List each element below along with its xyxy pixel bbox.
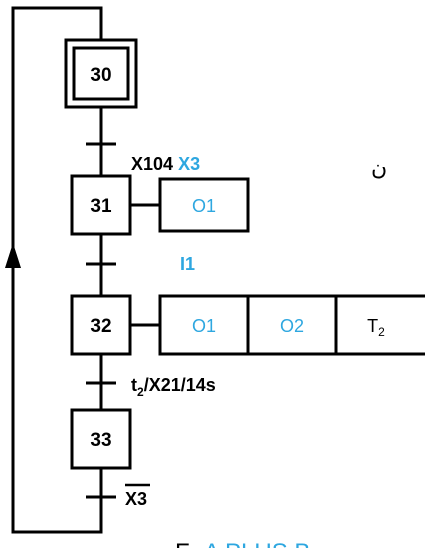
action-31-o1: O1	[158, 177, 250, 233]
step-30-label: 30	[90, 65, 111, 86]
action-32-t2-sub: 2	[378, 325, 385, 339]
transition-32-33-sub: 2	[137, 385, 144, 399]
transition-32-33-rest: /X21/14s	[144, 375, 216, 395]
step-33: 33	[70, 408, 132, 470]
step-32: 32	[70, 294, 132, 356]
action-32-o1-box	[158, 294, 250, 356]
transition-30-31-condition: X104 X3	[131, 154, 200, 174]
action-32-t2-label: T2	[367, 316, 385, 339]
bottom-formula-rest: A PLUS B	[204, 539, 311, 548]
step-33-label: 33	[90, 430, 111, 451]
loop-return-line	[11, 6, 103, 534]
transition-30-31-x104: X104	[131, 154, 173, 174]
action-32-t2-box	[334, 294, 425, 356]
action-31-o1-box	[158, 177, 250, 233]
transition-32-33-condition: t2/X21/14s	[131, 375, 216, 399]
step-31-label: 31	[90, 196, 112, 217]
action-32-o2-box	[246, 294, 338, 356]
action-32-o1-label: O1	[192, 316, 216, 336]
step-30: 30	[64, 38, 138, 109]
step-32-box	[70, 294, 132, 356]
step-30-inner-box	[72, 46, 130, 101]
action-32-t2-base: T	[367, 316, 378, 336]
step-32-label: 32	[90, 316, 111, 337]
transition-30-31-x3: X3	[178, 154, 200, 174]
action-32-o2-label: O2	[280, 316, 304, 336]
bottom-formula-partial: F=A PLUS B	[175, 539, 310, 548]
transition-33-30-condition: X3	[125, 489, 147, 509]
step-31: 31	[70, 174, 132, 236]
up-arrow-icon	[5, 243, 21, 268]
action-31-o1-label: O1	[192, 196, 216, 216]
arabic-text-fragment: ن	[371, 155, 387, 180]
action-32-group: O1 O2 T2	[158, 294, 425, 356]
step-33-box	[70, 408, 132, 470]
transition-31-32-condition: I1	[180, 254, 195, 274]
bottom-formula-f: F=	[175, 539, 204, 548]
transition-32-33-t: t	[131, 375, 137, 395]
